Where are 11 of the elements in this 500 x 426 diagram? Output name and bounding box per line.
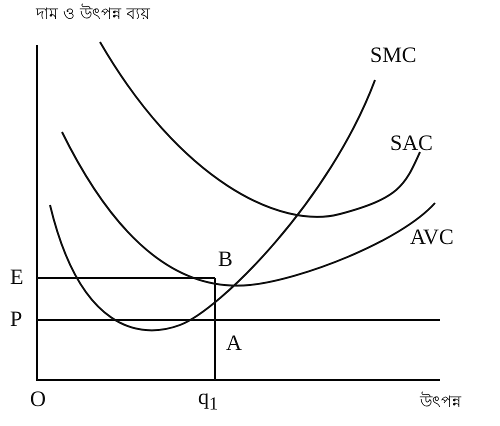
point-label: P: [10, 308, 22, 330]
y-axis-title: দাম ও উৎপন্ন ব্যয়: [36, 6, 150, 22]
curve-label: AVC: [410, 226, 454, 248]
point-label: A: [226, 332, 242, 354]
curve-label: SAC: [390, 132, 433, 154]
point-label: B: [218, 248, 233, 270]
origin-label: O: [30, 388, 46, 410]
point-label: E: [10, 266, 24, 288]
x-axis-title: উৎপন্ন: [420, 394, 461, 410]
curve-label: SMC: [370, 44, 416, 66]
axis-tick-label: q$_{1}$: [198, 386, 218, 413]
